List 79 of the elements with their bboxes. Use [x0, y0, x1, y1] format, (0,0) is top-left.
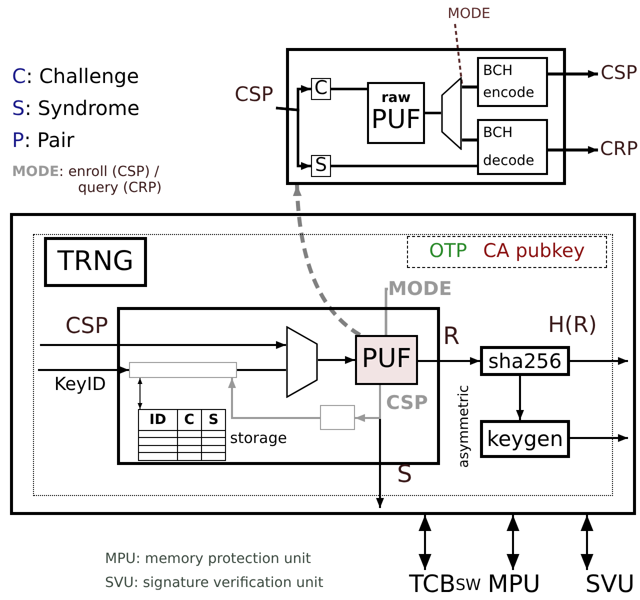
signal-label: CSP — [40, 314, 108, 345]
block-box — [286, 48, 566, 185]
multiplexer-symbol — [441, 77, 462, 150]
decoder-box — [477, 119, 548, 175]
arrow — [418, 515, 432, 570]
dotted-boundary — [33, 234, 613, 496]
edge-label: S — [397, 460, 412, 488]
connector-line — [462, 86, 477, 88]
signal-label: MODE — [440, 4, 498, 24]
edge-label: H(R) — [548, 313, 597, 338]
block-label: CA pubkey — [483, 241, 585, 263]
connector-line — [384, 288, 388, 335]
edge-label: CSP — [386, 392, 428, 414]
raw-puf-box — [367, 82, 425, 144]
signal-label: CSP — [598, 60, 640, 88]
connector-line — [331, 88, 367, 90]
note-text: S: Syndrome — [12, 96, 140, 120]
trng-box — [44, 237, 147, 287]
connector-line — [237, 369, 286, 371]
puf-module-box — [117, 307, 440, 465]
block-label: raw — [381, 90, 411, 106]
arrow — [506, 515, 520, 570]
block-label: BCH decode — [483, 124, 536, 171]
arrow — [580, 515, 594, 570]
arrow — [228, 378, 320, 419]
interface-label: SVU — [584, 570, 636, 600]
arrow — [318, 356, 355, 364]
multiplexer-symbol — [286, 326, 318, 398]
arrow — [570, 434, 628, 442]
arrow — [548, 70, 598, 78]
arrow — [138, 378, 142, 410]
signal-label: KeyID — [38, 370, 106, 400]
buffer-box — [320, 405, 355, 430]
connector-line — [454, 24, 463, 84]
arrow — [418, 357, 480, 365]
hash-box — [480, 346, 570, 376]
block-label: PUF — [371, 106, 421, 136]
note-text: P: Pair — [12, 128, 74, 152]
signal-label: CSP — [232, 80, 276, 108]
arrow — [570, 357, 628, 365]
arrow — [548, 146, 598, 154]
note-text: C: Challenge — [12, 64, 140, 88]
arrow — [38, 366, 129, 374]
register-box — [311, 155, 331, 177]
note-text: MPU: memory protection unit — [105, 551, 311, 567]
signal-label: CRP — [598, 136, 640, 164]
block-label: BCH encode — [483, 62, 536, 103]
block-label: sha256 — [488, 350, 562, 372]
note-text: SVU: signature verification unit — [105, 575, 324, 591]
column-header: ID — [149, 412, 166, 428]
column-header: C — [184, 412, 194, 428]
connector-line — [462, 138, 477, 142]
block-label: keygen — [486, 426, 564, 452]
register-bar — [129, 362, 237, 378]
keygen-box — [480, 420, 570, 458]
block-label: TRNG — [57, 246, 134, 278]
arrow — [355, 385, 381, 422]
block-label: C — [314, 78, 328, 100]
caption-text: storage — [230, 430, 287, 448]
connector-line — [425, 112, 441, 114]
puf-box — [355, 335, 418, 385]
block-label: OTP — [429, 241, 468, 263]
arrow — [276, 106, 311, 170]
storage-table — [138, 409, 226, 461]
note-text: asymmetric — [456, 385, 472, 468]
arrow — [293, 184, 362, 337]
connector-line — [331, 164, 477, 168]
otp-box — [407, 236, 607, 268]
edge-label: R — [443, 322, 460, 350]
signal-label: MODE — [388, 279, 464, 301]
arrow — [40, 341, 286, 349]
arrow — [516, 376, 524, 420]
note-text: MODE: enroll (CSP) / query (CRP) — [12, 164, 163, 196]
encoder-box — [477, 57, 548, 107]
outer-box — [10, 213, 636, 515]
interface-label: MPU — [490, 570, 538, 600]
column-header: S — [208, 412, 219, 428]
block-label: PUF — [362, 345, 412, 375]
block-label: S — [314, 155, 328, 177]
